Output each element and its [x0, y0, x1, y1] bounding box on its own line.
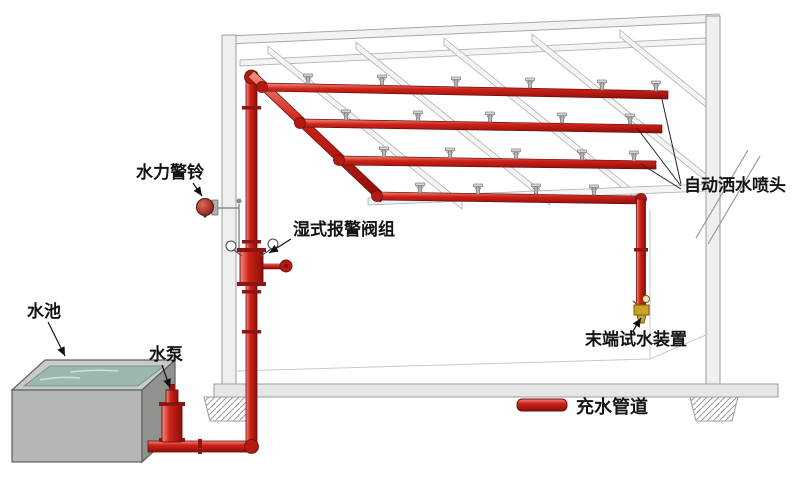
right-footing: [689, 396, 739, 422]
tank-water-surface: [22, 365, 166, 387]
leader-sprinkler-1: [660, 94, 682, 185]
sprinkler-head-icon: [445, 147, 455, 159]
sprinkler-head-icon: [651, 80, 661, 92]
wall-break-mark: [707, 155, 761, 245]
valve-trim-pipe: [262, 263, 282, 270]
sprinkler-head-icon: [415, 182, 425, 194]
valve-flange: [237, 248, 266, 252]
pump-body: [161, 403, 183, 443]
pipe-flange: [198, 439, 202, 454]
sprinkler-head-icon: [451, 76, 461, 88]
pressure-gauge-icon: [267, 238, 279, 250]
top-beam: [227, 13, 720, 45]
sprinkler-head-icon: [525, 77, 535, 89]
pipe-flange: [242, 330, 261, 334]
label-alarm-bell: 水力警铃: [136, 162, 204, 182]
leader-alarm-bell: [192, 182, 203, 197]
test-valve-body: [633, 304, 650, 316]
legend: 充水管道: [516, 396, 648, 417]
label-sprinkler-heads: 自动洒水喷头: [684, 175, 786, 195]
leader-water-tank: [47, 321, 66, 357]
left-footing: [203, 396, 253, 422]
sprinkler-head-icon: [379, 146, 389, 158]
pipe-elbow: [244, 439, 259, 454]
test-gauge-icon: [642, 295, 650, 303]
legend-label: 充水管道: [576, 396, 648, 417]
leader-end-test-device: [632, 317, 642, 332]
left-column: [221, 34, 237, 389]
label-wet-alarm-valve: 湿式报警阀组: [293, 219, 395, 239]
pipe-tee: [371, 190, 383, 202]
label-water-tank: 水池: [27, 301, 61, 321]
leader-sprinkler-3: [640, 163, 682, 190]
pipe-flange: [242, 106, 261, 110]
floor-slab: [213, 383, 779, 398]
trim-finial: [236, 198, 242, 204]
sprinkler-head-icon: [485, 111, 495, 123]
pipe-tee: [333, 154, 345, 166]
legend-pipe-sample: [516, 398, 568, 412]
sprinkler-head-icon: [557, 112, 567, 124]
pipe-tee: [294, 117, 306, 129]
building-frame: [203, 13, 779, 422]
leader-water-pump: [161, 364, 171, 389]
valve-flange: [237, 282, 266, 286]
sprinkler-head-icon: [473, 183, 483, 195]
ceiling-joist: [531, 33, 707, 182]
handwheel-hub: [284, 264, 288, 268]
valve-body: [239, 249, 264, 285]
tank-front-face: [11, 389, 143, 463]
branch-pipe-2: [299, 118, 663, 134]
gauge-stem: [233, 249, 243, 257]
pump-motor: [165, 389, 179, 404]
label-water-pump: 水泵: [149, 344, 183, 364]
test-drop-pipe: [636, 198, 646, 311]
leader-sprinkler-2: [636, 127, 682, 187]
leader-wet-alarm-valve: [268, 238, 292, 254]
wet-alarm-valve-group: [196, 198, 293, 286]
wall-break-mark: [695, 149, 749, 239]
pipe-flange: [242, 290, 261, 294]
bell-clapper: [203, 214, 207, 218]
pump-flange: [159, 402, 185, 406]
water-highlight: [39, 369, 119, 381]
ceiling-joist: [443, 37, 637, 200]
sprinkler-head-icon: [629, 150, 639, 162]
feed-main-pipe: [247, 70, 387, 203]
alarm-bell-icon: [196, 198, 214, 216]
label-end-test-device: 末端试水装置: [585, 329, 687, 349]
pipe-flange: [634, 248, 648, 252]
pipe-tee: [256, 81, 268, 93]
sprinkler-head-icon: [511, 148, 521, 160]
pump-cap: [169, 384, 175, 390]
sprinkler-head-icon: [377, 74, 387, 86]
pressure-gauge-icon: [225, 240, 237, 252]
labels: 水力警铃 湿式报警阀组 水池 水泵 自动洒水喷头 末端试水装置: [27, 94, 786, 389]
water-pump: [159, 384, 185, 443]
pipe-flange: [242, 240, 261, 244]
sprinkler-head-icon: [413, 110, 423, 122]
